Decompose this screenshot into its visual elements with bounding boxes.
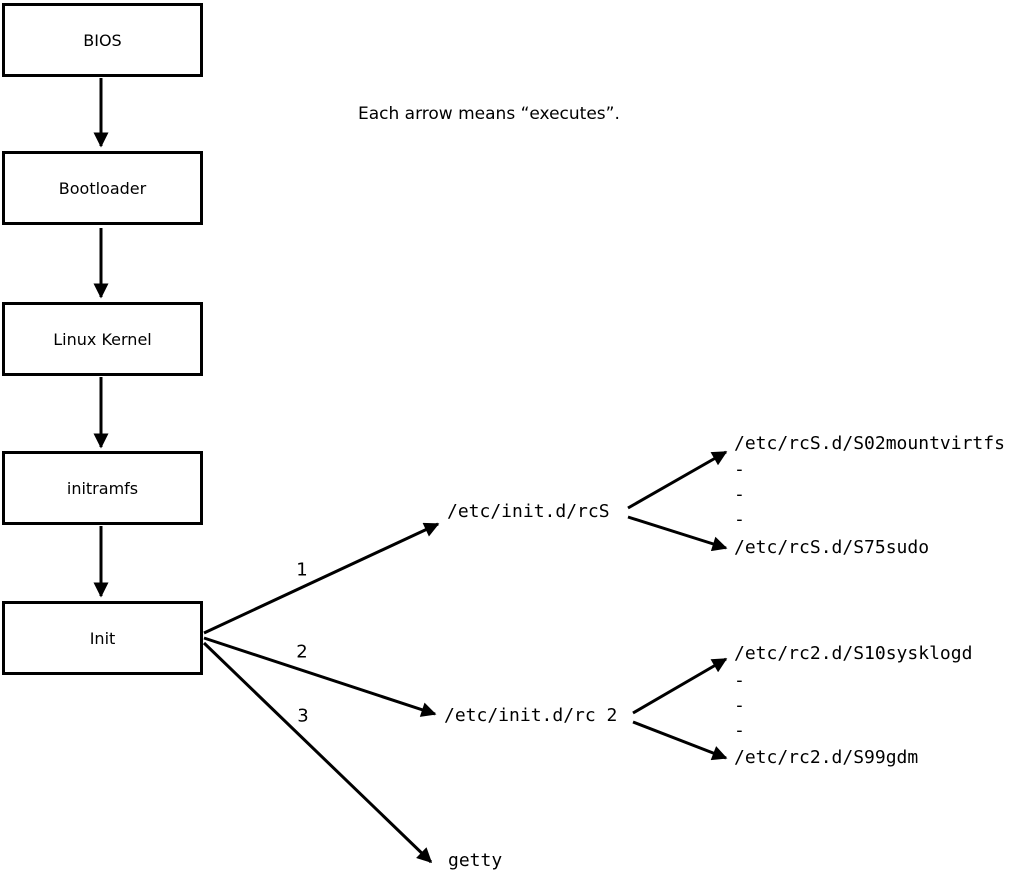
label-rcS-s75sudo: /etc/rcS.d/S75sudo (734, 537, 930, 558)
arrow-order-3: 3 (297, 705, 309, 727)
node-bootloader-label: Bootloader (58, 178, 147, 198)
arrow-rcS-to-s02mountvirtfs (627, 450, 728, 510)
node-linux-kernel-label: Linux Kernel (53, 329, 152, 349)
label-rcS-ellipsis-1: - (734, 459, 745, 480)
label-rc2-s99gdm: /etc/rc2.d/S99gdm (734, 747, 919, 768)
node-bios-label: BIOS (83, 30, 122, 50)
node-initramfs: initramfs (2, 451, 203, 525)
arrow-rc2-to-s10sysklogd (632, 657, 728, 715)
label-rc2-ellipsis-1: - (734, 670, 745, 691)
node-linux-kernel: Linux Kernel (2, 302, 203, 376)
arrow-rcS-to-s75sudo (627, 515, 728, 552)
node-bootloader: Bootloader (2, 151, 203, 225)
arrow-order-2: 2 (296, 641, 308, 663)
label-rcS-s02mountvirtfs: /etc/rcS.d/S02mountvirtfs (734, 433, 1005, 454)
node-init-label: Init (89, 628, 116, 648)
label-getty: getty (448, 850, 503, 871)
arrow-init-to-rc2 (203, 636, 437, 717)
label-etc-init-d-rc2: /etc/init.d/rc 2 (444, 705, 618, 726)
arrow-init-to-getty (202, 641, 433, 864)
node-bios: BIOS (2, 3, 203, 77)
node-initramfs-label: initramfs (66, 478, 139, 498)
label-rcS-ellipsis-2: - (734, 484, 745, 505)
arrow-rc2-to-s99gdm (632, 720, 728, 761)
arrow-order-1: 1 (296, 559, 308, 581)
label-rcS-ellipsis-3: - (734, 509, 745, 530)
arrow-init-to-rcS (203, 522, 440, 635)
label-rc2-ellipsis-2: - (734, 695, 745, 716)
node-init: Init (2, 601, 203, 675)
label-etc-init-d-rcS: /etc/init.d/rcS (447, 501, 610, 522)
diagram-caption: Each arrow means “executes”. (358, 104, 620, 124)
label-rc2-ellipsis-3: - (734, 720, 745, 741)
label-rc2-s10sysklogd: /etc/rc2.d/S10sysklogd (734, 643, 973, 664)
